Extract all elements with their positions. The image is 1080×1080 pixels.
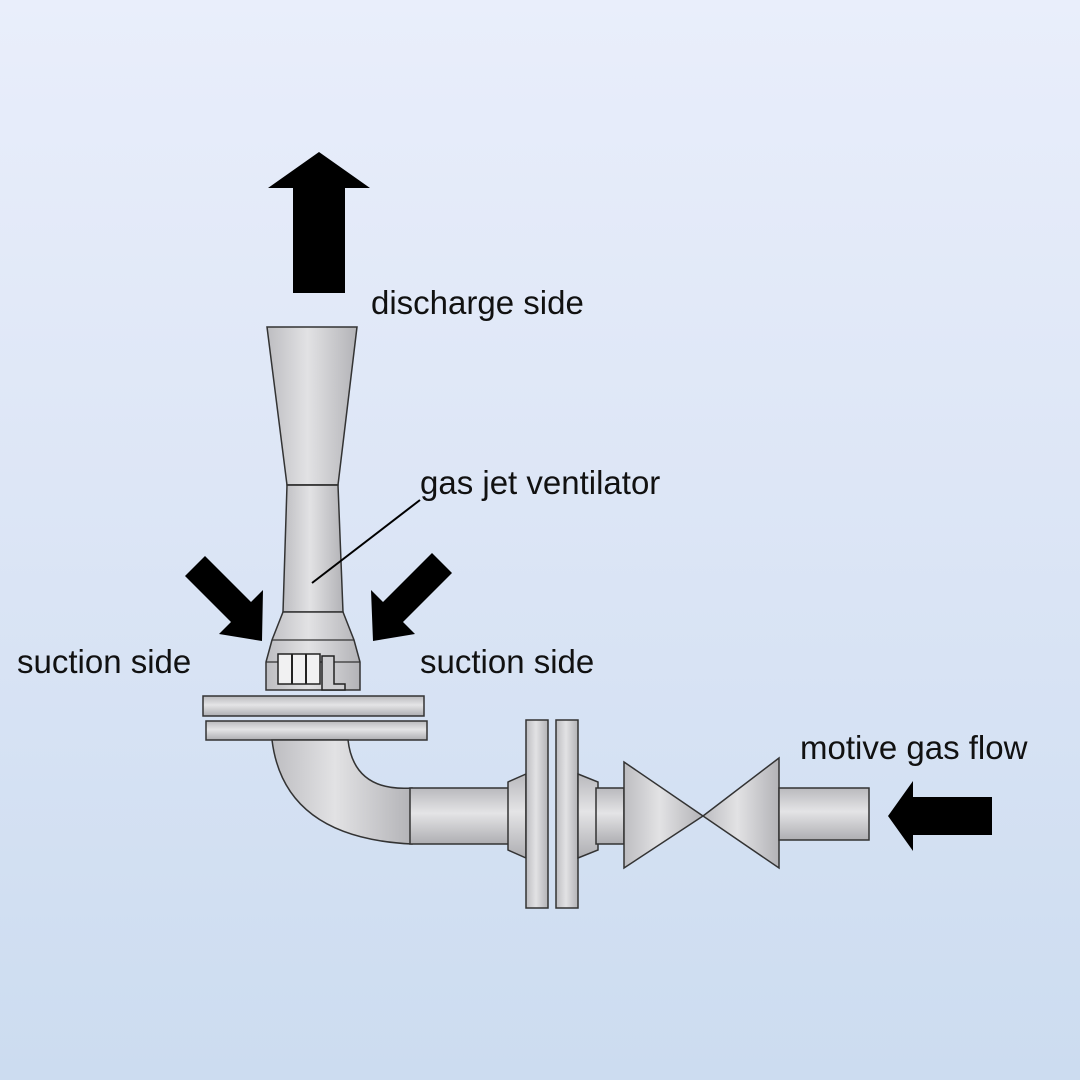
arrow-down-right-icon (185, 556, 263, 641)
arrow-left-icon (888, 781, 992, 851)
inlet-pipe (778, 787, 870, 841)
flange-lower (205, 720, 428, 741)
suction-side-right-label: suction side (420, 643, 595, 680)
ventilator-body (282, 484, 344, 613)
gas-jet-ventilator-label: gas jet ventilator (420, 464, 661, 501)
suction-opening (277, 653, 321, 685)
pipe-flange-right (555, 719, 579, 909)
suction-side-left-label: suction side (17, 643, 192, 680)
horizontal-pipe (409, 787, 511, 845)
motive-gas-flow-label: motive gas flow (800, 729, 1028, 766)
ventilator-leader-line (311, 499, 421, 584)
arrow-down-left-icon (371, 553, 452, 641)
valve-icon (623, 756, 780, 870)
pipe-flange-left (525, 719, 549, 909)
elbow-pipe (271, 739, 413, 845)
flange-upper (202, 695, 425, 717)
arrow-up-icon (268, 152, 370, 293)
diffuser-cone (266, 326, 358, 486)
discharge-side-label: discharge side (371, 284, 584, 321)
